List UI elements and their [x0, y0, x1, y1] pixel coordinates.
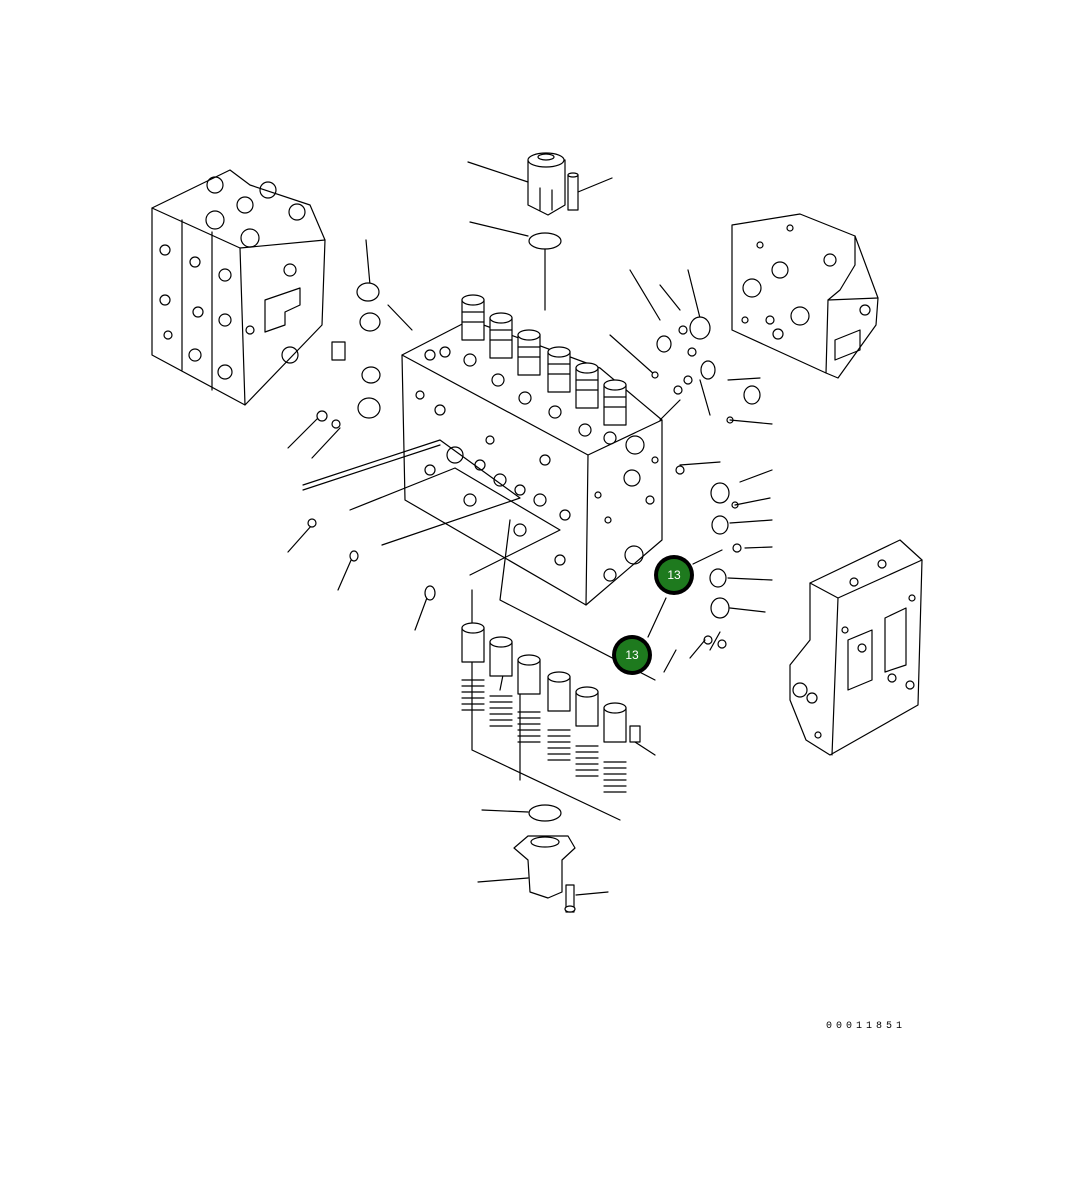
bottom-cap-assembly — [477, 804, 609, 913]
small-plug — [629, 725, 641, 743]
callout-13-lower-fill — [616, 639, 648, 671]
lower-springs — [461, 679, 627, 793]
callout-13-upper[interactable]: 13 — [654, 555, 694, 595]
valve-section-top-right — [731, 213, 879, 379]
top-spools — [461, 294, 627, 426]
valve-section-bottom-right — [789, 539, 923, 756]
main-valve-body — [401, 294, 663, 606]
top-cap-assembly — [467, 152, 613, 311]
valve-section-top-left — [151, 169, 326, 406]
callout-13-upper-label: 13 — [667, 568, 681, 582]
callout-13-lower[interactable]: 13 — [612, 635, 652, 675]
right-o-rings — [651, 316, 773, 673]
lower-plugs — [461, 622, 627, 743]
callout-13-lower-label: 13 — [625, 648, 639, 662]
drawing-number: 00011851 — [826, 1021, 907, 1032]
left-o-rings — [307, 282, 436, 601]
callout-13-upper-fill — [658, 559, 690, 591]
